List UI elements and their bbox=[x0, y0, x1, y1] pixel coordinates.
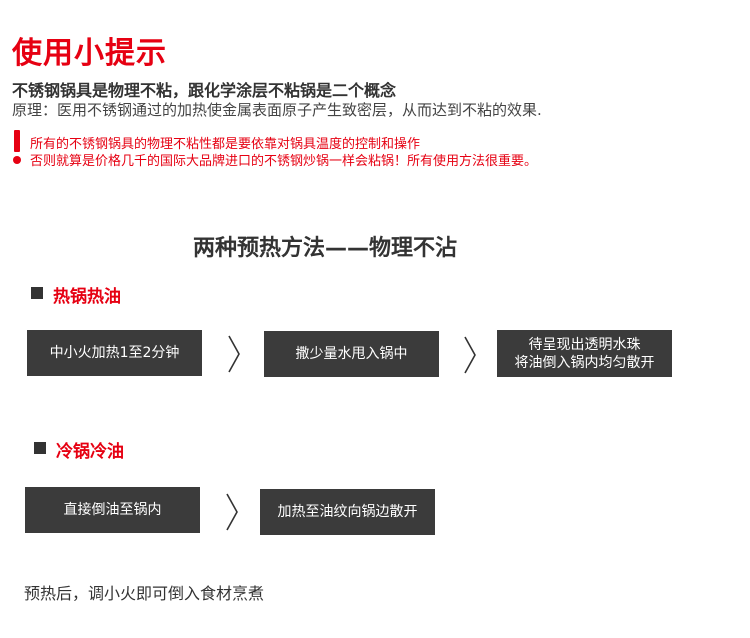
chevron-right-icon bbox=[226, 493, 238, 531]
step-text: 中小火加热1至2分钟 bbox=[49, 345, 180, 361]
warning-line-2: 否则就算是价格几千的国际大品牌进口的不锈钢炒锅一样会粘锅！所有使用方法很重要。 bbox=[30, 154, 538, 169]
step-card: 加热至油纹向锅边散开 bbox=[260, 489, 435, 535]
step-text-line-1: 待呈现出透明水珠 bbox=[528, 336, 641, 353]
step-card: 待呈现出透明水珠 将油倒入锅内均匀散开 bbox=[497, 330, 672, 377]
principle-text: 原理：医用不锈钢通过的加热使金属表面原子产生致密层，从而达到不粘的效果. bbox=[12, 101, 542, 119]
subtitle: 不锈钢锅具是物理不粘，跟化学涂层不粘锅是二个概念 bbox=[12, 81, 397, 100]
step-text-line-2: 将油倒入锅内均匀散开 bbox=[514, 354, 655, 371]
square-bullet-icon bbox=[34, 442, 46, 454]
step-text: 加热至油纹向锅边散开 bbox=[277, 504, 418, 520]
step-card: 撒少量水甩入锅中 bbox=[264, 331, 439, 377]
warning-line-1: 所有的不锈钢锅具的物理不粘性都是要依靠对锅具温度的控制和操作 bbox=[30, 137, 421, 152]
chevron-right-icon bbox=[228, 335, 240, 373]
footer-note: 预热后，调小火即可倒入食材烹煮 bbox=[24, 584, 265, 603]
chevron-right-icon bbox=[464, 336, 476, 374]
step-text: 直接倒油至锅内 bbox=[63, 502, 162, 518]
step-card: 直接倒油至锅内 bbox=[25, 487, 200, 533]
square-bullet-icon bbox=[31, 287, 43, 299]
step-text: 撒少量水甩入锅中 bbox=[295, 346, 408, 362]
section-heading: 两种预热方法——物理不沾 bbox=[192, 236, 457, 261]
exclamation-icon bbox=[12, 130, 22, 166]
method-title-cold: 冷锅冷油 bbox=[56, 442, 124, 462]
page-title: 使用小提示 bbox=[12, 36, 167, 71]
step-card: 中小火加热1至2分钟 bbox=[27, 330, 202, 376]
method-title-hot: 热锅热油 bbox=[53, 287, 121, 307]
